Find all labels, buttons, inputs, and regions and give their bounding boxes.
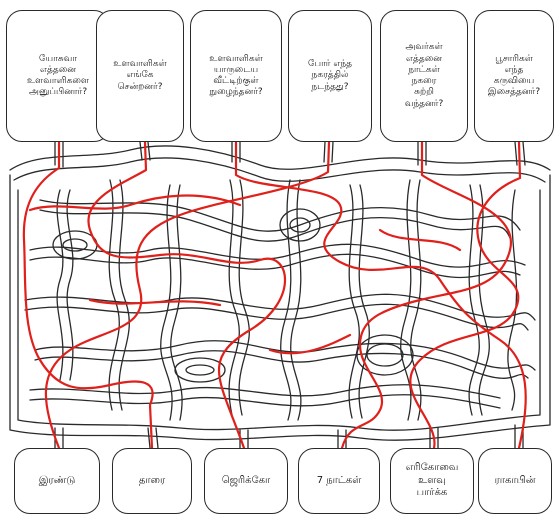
question-bubble-3: உளவாளிகள் யாருடைய வீட்டிற்குள் நுழைந்தனர… <box>190 10 282 142</box>
answer-bubble-3: ஜெரிக்கோ <box>204 448 288 514</box>
question-bubble-6: பூசாரிகள் எந்த கருவியை இசைத்தனர்? <box>474 10 554 142</box>
question-3-text: உளவாளிகள் யாருடைய வீட்டிற்குள் நுழைந்தனர… <box>209 54 262 99</box>
maze-walls <box>10 142 550 448</box>
question-bubble-2: உளவாளிகள் எங்கே சென்றனர்? <box>96 10 184 142</box>
answer-bubble-6: ராகாபின் <box>478 448 552 514</box>
answer-1-text: இரண்டு <box>39 475 76 488</box>
question-2-text: உளவாளிகள் எங்கே சென்றனர்? <box>113 59 166 93</box>
question-4-text: போர் எந்த நகரத்தில் நடந்தது? <box>308 59 352 93</box>
solution-path-4 <box>46 142 329 448</box>
answer-bubble-5: எரிகோவை உளவு பார்க்க <box>390 448 474 514</box>
question-5-text: அவர்கள் எத்தனை நாட்கள் நகரை சுற்றி வந்தன… <box>405 42 443 110</box>
question-6-text: பூசாரிகள் எந்த கருவியை இசைத்தனர்? <box>488 54 540 99</box>
answer-6-text: ராகாபின் <box>495 475 536 488</box>
question-bubble-1: யோசுவா எத்தனை உளவாளிகளை அனுப்பினார்? <box>6 10 110 142</box>
question-1-text: யோசுவா எத்தனை உளவாளிகளை அனுப்பினார்? <box>27 54 89 99</box>
solution-path-decoy <box>30 196 460 354</box>
solution-paths <box>24 142 526 448</box>
answer-3-text: ஜெரிக்கோ <box>222 475 270 488</box>
answer-2-text: தாரை <box>139 475 165 488</box>
question-bubble-5: அவர்கள் எத்தனை நாட்கள் நகரை சுற்றி வந்தன… <box>380 10 468 142</box>
answer-bubble-1: இரண்டு <box>14 448 100 514</box>
answer-4-text: 7 நாட்கள் <box>317 475 362 488</box>
answer-bubble-2: தாரை <box>112 448 192 514</box>
solution-path-6 <box>410 142 520 448</box>
answer-bubble-4: 7 நாட்கள் <box>298 448 380 514</box>
answer-5-text: எரிகோவை உளவு பார்க்க <box>406 462 459 500</box>
solution-path-1 <box>24 142 153 448</box>
question-bubble-4: போர் எந்த நகரத்தில் நடந்தது? <box>288 10 372 142</box>
